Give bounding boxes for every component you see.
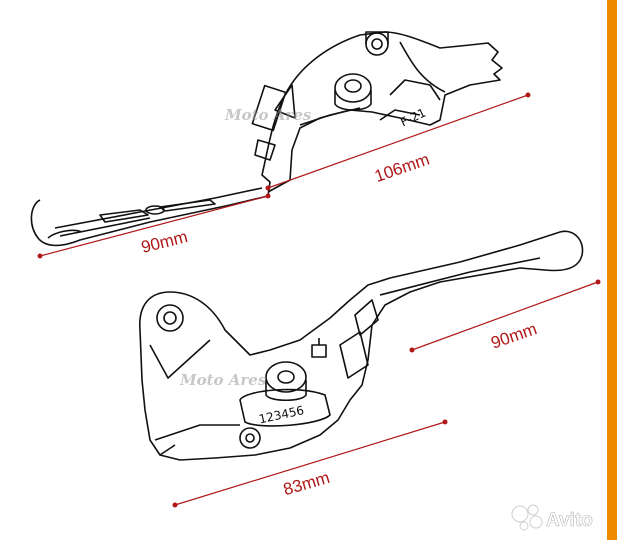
- dimension-line-90mm-upper: [37, 193, 271, 259]
- lower-lever: [139, 230, 584, 461]
- avito-badge: Avito: [511, 504, 593, 531]
- dimension-line-83mm: [172, 419, 448, 508]
- avito-logo-icon: [511, 504, 543, 531]
- watermark-upper: Moto Ares: [224, 106, 312, 124]
- dimension-line-90mm-lower: [409, 279, 601, 353]
- lower-lever-engraving: 123456: [258, 403, 306, 426]
- upper-lever: [30, 31, 503, 247]
- dimension-label-83mm: 83mm: [281, 468, 332, 499]
- orange-frame-edge: [607, 0, 617, 540]
- dimension-line-106mm: [265, 92, 531, 191]
- upper-lever-engraving: F-21: [398, 106, 428, 130]
- dimension-label-90mm-upper: 90mm: [139, 227, 189, 257]
- watermark-lower: Moto Ares: [179, 371, 267, 389]
- dimension-label-90mm-lower: 90mm: [488, 319, 539, 352]
- avito-brand: Avito: [546, 510, 593, 531]
- dimension-label-106mm: 106mm: [372, 150, 432, 186]
